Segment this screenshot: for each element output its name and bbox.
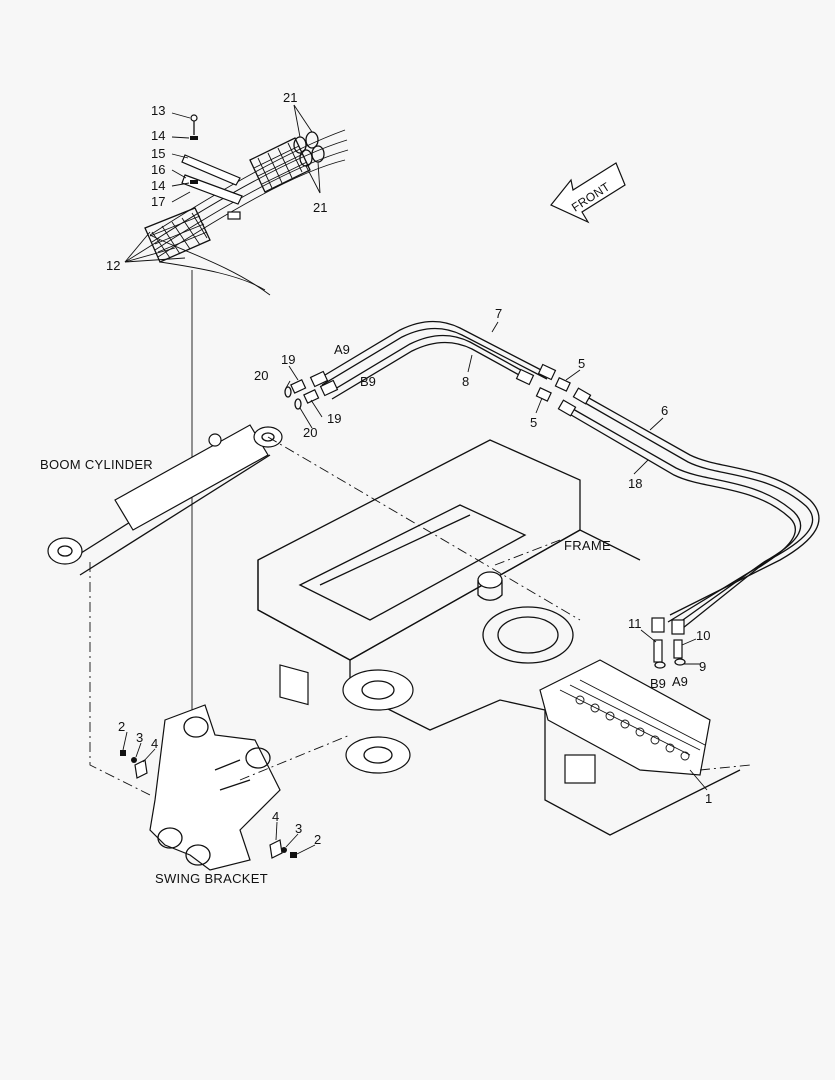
port-b9-valve: B9 xyxy=(650,676,666,691)
hoses-7-8 xyxy=(309,320,557,400)
swing-bracket xyxy=(120,704,351,871)
callout-14-lower: 14 xyxy=(151,178,165,193)
callout-2-left: 2 xyxy=(118,719,125,734)
clamp-block xyxy=(227,211,241,220)
fittings-19-20 xyxy=(284,379,320,410)
fitting-10 xyxy=(673,639,683,659)
callout-21-lower: 21 xyxy=(313,200,327,215)
callout-12: 12 xyxy=(106,258,120,273)
callout-4-right: 4 xyxy=(272,809,279,824)
port-a9-valve: A9 xyxy=(672,674,688,689)
callout-8: 8 xyxy=(462,374,469,389)
callout-5-lower: 5 xyxy=(530,415,537,430)
o-rings-21 xyxy=(293,131,325,167)
hose-clamp-assembly xyxy=(144,114,349,790)
fittings-5 xyxy=(535,377,571,402)
port-b9-hose: B9 xyxy=(360,374,376,389)
callout-3-left: 3 xyxy=(136,730,143,745)
callout-13: 13 xyxy=(151,103,165,118)
callout-16: 16 xyxy=(151,162,165,177)
leader-lines xyxy=(122,104,708,855)
callout-20-lower: 20 xyxy=(303,425,317,440)
callout-7: 7 xyxy=(495,306,502,321)
callout-20-upper: 20 xyxy=(254,368,268,383)
callout-numbers: 13 14 15 16 14 17 12 21 21 19 20 A9 B9 1… xyxy=(106,90,712,847)
callout-19-upper: 19 xyxy=(281,352,295,367)
callout-10: 10 xyxy=(696,628,710,643)
hose-protector-left xyxy=(144,207,211,263)
label-swing-bracket: SWING BRACKET xyxy=(155,871,268,886)
callout-11: 11 xyxy=(628,616,642,631)
label-frame: FRAME xyxy=(564,538,611,553)
callout-5-upper: 5 xyxy=(578,356,585,371)
callout-18: 18 xyxy=(628,476,642,491)
port-a9-hose: A9 xyxy=(334,342,350,357)
front-arrow-icon xyxy=(550,162,626,224)
callout-2-right: 2 xyxy=(314,832,321,847)
label-boom-cylinder: BOOM CYLINDER xyxy=(40,457,153,472)
hoses-6-18 xyxy=(557,387,820,635)
callout-17: 17 xyxy=(151,194,165,209)
frame xyxy=(257,439,741,836)
fitting-11 xyxy=(653,639,663,663)
callout-6: 6 xyxy=(661,403,668,418)
callout-3-right: 3 xyxy=(295,821,302,836)
boom-cylinder xyxy=(47,424,581,796)
callout-14-upper: 14 xyxy=(151,128,165,143)
callout-4-left: 4 xyxy=(151,736,158,751)
hose-protector-right xyxy=(249,137,311,193)
callout-19-lower: 19 xyxy=(327,411,341,426)
callout-15: 15 xyxy=(151,146,165,161)
callout-1: 1 xyxy=(705,791,712,806)
control-valve xyxy=(539,639,751,776)
callout-9: 9 xyxy=(699,659,706,674)
callout-21-upper: 21 xyxy=(283,90,297,105)
clamp-plate-upper xyxy=(181,154,241,186)
